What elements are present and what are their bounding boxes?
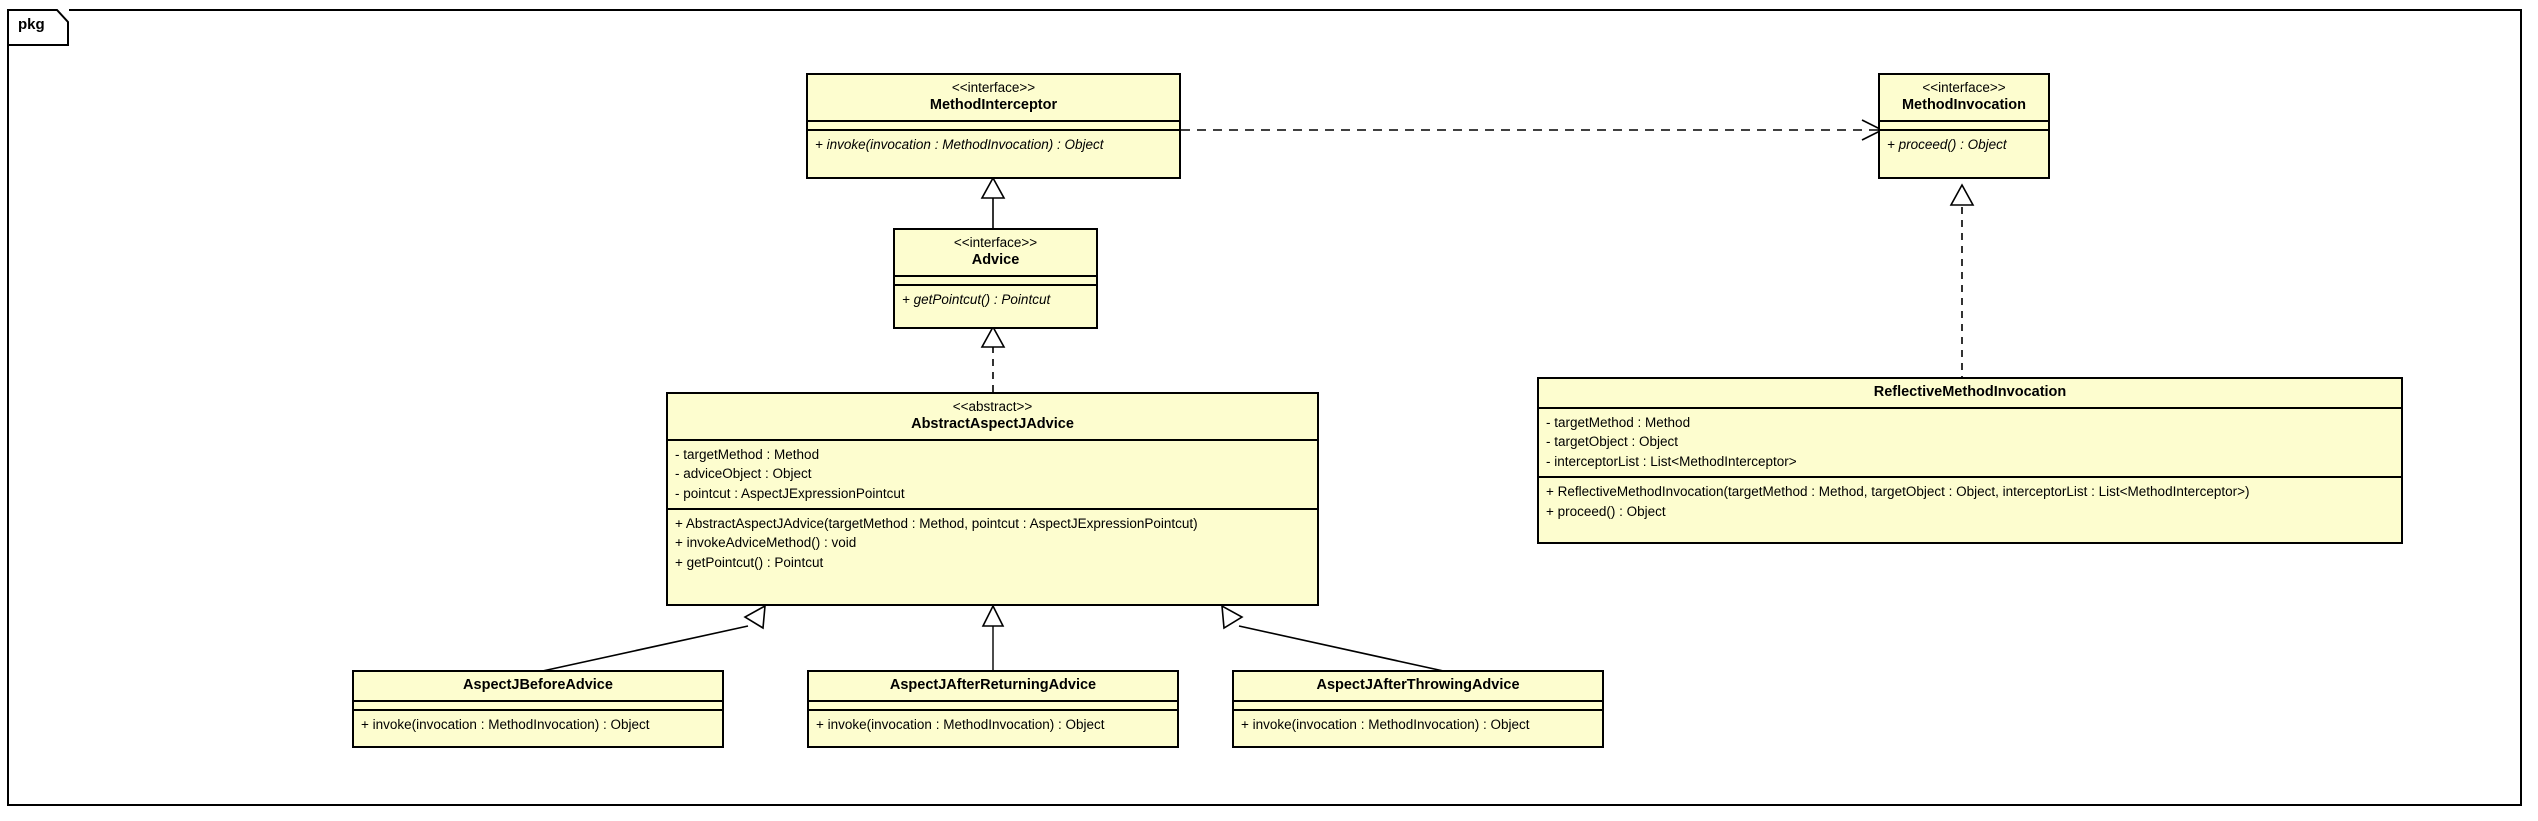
attributes-compartment-abstractaspectjadvice: - targetMethod : Method - adviceObject :… bbox=[668, 441, 1317, 508]
class-header-abstractaspectjadvice: <<abstract>> AbstractAspectJAdvice bbox=[668, 394, 1317, 439]
class-box-aspectjafterthrowingadvice[interactable]: AspectJAfterThrowingAdvice + invoke(invo… bbox=[1232, 670, 1604, 748]
operations-compartment-aspectjbeforeadvice: + invoke(invocation : MethodInvocation) … bbox=[354, 711, 722, 739]
class-name: AspectJAfterReturningAdvice bbox=[889, 677, 1097, 693]
class-name: AspectJBeforeAdvice bbox=[463, 677, 613, 693]
class-box-reflectivemethodinvocation[interactable]: ReflectiveMethodInvocation - targetMetho… bbox=[1537, 377, 2403, 544]
attributes-compartment-aspectjbeforeadvice bbox=[354, 702, 722, 709]
operations-compartment-abstractaspectjadvice: + AbstractAspectJAdvice(targetMethod : M… bbox=[668, 510, 1317, 577]
class-header-reflectivemethodinvocation: ReflectiveMethodInvocation bbox=[1539, 379, 2401, 407]
attribute-item: - adviceObject : Object bbox=[675, 466, 812, 482]
attributes-compartment-aspectjafterthrowingadvice bbox=[1234, 702, 1602, 709]
attribute-item: - targetObject : Object bbox=[1546, 434, 1679, 450]
compartment-divider bbox=[668, 508, 1317, 511]
package-tab-shape bbox=[7, 9, 69, 46]
compartment-divider bbox=[808, 119, 1179, 122]
class-box-advice[interactable]: <<interface>> Advice + getPointcut() : P… bbox=[893, 228, 1098, 329]
attribute-item: - targetMethod : Method bbox=[675, 446, 820, 462]
package-frame-tab: pkg bbox=[7, 9, 69, 46]
package-frame bbox=[7, 9, 2522, 806]
class-header-aspectjafterthrowingadvice: AspectJAfterThrowingAdvice bbox=[1234, 672, 1602, 700]
operation-item: + invokeAdviceMethod() : void bbox=[675, 535, 857, 551]
compartment-divider bbox=[1539, 476, 2401, 479]
attributes-compartment-advice bbox=[895, 277, 1096, 284]
class-header-aspectjbeforeadvice: AspectJBeforeAdvice bbox=[354, 672, 722, 700]
class-stereotype: <<interface>> bbox=[953, 235, 1038, 250]
attribute-item: - targetMethod : Method bbox=[1546, 414, 1691, 430]
class-name: ReflectiveMethodInvocation bbox=[1873, 384, 2067, 400]
operation-item: + invoke(invocation : MethodInvocation) … bbox=[815, 136, 1104, 152]
operation-item: + invoke(invocation : MethodInvocation) … bbox=[1241, 716, 1530, 732]
class-name: Advice bbox=[971, 251, 1020, 268]
class-box-aspectjbeforeadvice[interactable]: AspectJBeforeAdvice + invoke(invocation … bbox=[352, 670, 724, 748]
attributes-compartment-methodinterceptor bbox=[808, 122, 1179, 129]
class-name: AbstractAspectJAdvice bbox=[911, 415, 1074, 432]
compartment-divider bbox=[1880, 119, 2048, 122]
operations-compartment-aspectjafterreturningadvice: + invoke(invocation : MethodInvocation) … bbox=[809, 711, 1177, 739]
class-box-aspectjafterreturningadvice[interactable]: AspectJAfterReturningAdvice + invoke(inv… bbox=[807, 670, 1179, 748]
compartment-divider bbox=[354, 699, 722, 702]
operations-compartment-aspectjafterthrowingadvice: + invoke(invocation : MethodInvocation) … bbox=[1234, 711, 1602, 739]
attributes-compartment-aspectjafterreturningadvice bbox=[809, 702, 1177, 709]
operation-item: + getPointcut() : Pointcut bbox=[675, 554, 824, 570]
operations-compartment-advice: + getPointcut() : Pointcut bbox=[895, 286, 1096, 314]
class-box-methodinterceptor[interactable]: <<interface>> MethodInterceptor + invoke… bbox=[806, 73, 1181, 179]
compartment-divider bbox=[895, 283, 1096, 286]
operation-item: + getPointcut() : Pointcut bbox=[902, 291, 1051, 307]
operation-item: + AbstractAspectJAdvice(targetMethod : M… bbox=[675, 516, 1198, 532]
class-name: AspectJAfterThrowingAdvice bbox=[1316, 677, 1520, 693]
class-header-methodinterceptor: <<interface>> MethodInterceptor bbox=[808, 75, 1179, 120]
compartment-divider bbox=[895, 274, 1096, 277]
class-header-advice: <<interface>> Advice bbox=[895, 230, 1096, 275]
class-name: MethodInterceptor bbox=[929, 96, 1058, 113]
operations-compartment-methodinterceptor: + invoke(invocation : MethodInvocation) … bbox=[808, 131, 1179, 159]
compartment-divider bbox=[354, 708, 722, 711]
class-header-aspectjafterreturningadvice: AspectJAfterReturningAdvice bbox=[809, 672, 1177, 700]
operation-item: + invoke(invocation : MethodInvocation) … bbox=[816, 716, 1105, 732]
operation-item: + invoke(invocation : MethodInvocation) … bbox=[361, 716, 650, 732]
compartment-divider bbox=[1234, 708, 1602, 711]
class-box-methodinvocation[interactable]: <<interface>> MethodInvocation + proceed… bbox=[1878, 73, 2050, 179]
compartment-divider bbox=[1234, 699, 1602, 702]
attribute-item: - interceptorList : List<MethodIntercept… bbox=[1546, 453, 1797, 469]
operation-item: + proceed() : Object bbox=[1887, 136, 2007, 152]
class-name: MethodInvocation bbox=[1901, 96, 2027, 113]
compartment-divider bbox=[1880, 128, 2048, 131]
operations-compartment-reflectivemethodinvocation: + ReflectiveMethodInvocation(targetMetho… bbox=[1539, 478, 2401, 526]
operations-compartment-methodinvocation: + proceed() : Object bbox=[1880, 131, 2048, 159]
compartment-divider bbox=[809, 699, 1177, 702]
class-header-methodinvocation: <<interface>> MethodInvocation bbox=[1880, 75, 2048, 120]
class-stereotype: <<interface>> bbox=[951, 80, 1036, 95]
class-stereotype: <<abstract>> bbox=[952, 399, 1033, 414]
class-box-abstractaspectjadvice[interactable]: <<abstract>> AbstractAspectJAdvice - tar… bbox=[666, 392, 1319, 606]
attributes-compartment-reflectivemethodinvocation: - targetMethod : Method - targetObject :… bbox=[1539, 409, 2401, 476]
class-stereotype: <<interface>> bbox=[1922, 80, 2006, 95]
compartment-divider bbox=[1539, 406, 2401, 409]
compartment-divider bbox=[808, 128, 1179, 131]
operation-item: + ReflectiveMethodInvocation(targetMetho… bbox=[1546, 484, 2250, 500]
operation-item: + proceed() : Object bbox=[1546, 503, 1666, 519]
attribute-item: - pointcut : AspectJExpressionPointcut bbox=[675, 485, 905, 501]
package-tab-label: pkg bbox=[18, 16, 45, 33]
attributes-compartment-methodinvocation bbox=[1880, 122, 2048, 129]
compartment-divider bbox=[809, 708, 1177, 711]
compartment-divider bbox=[668, 438, 1317, 441]
